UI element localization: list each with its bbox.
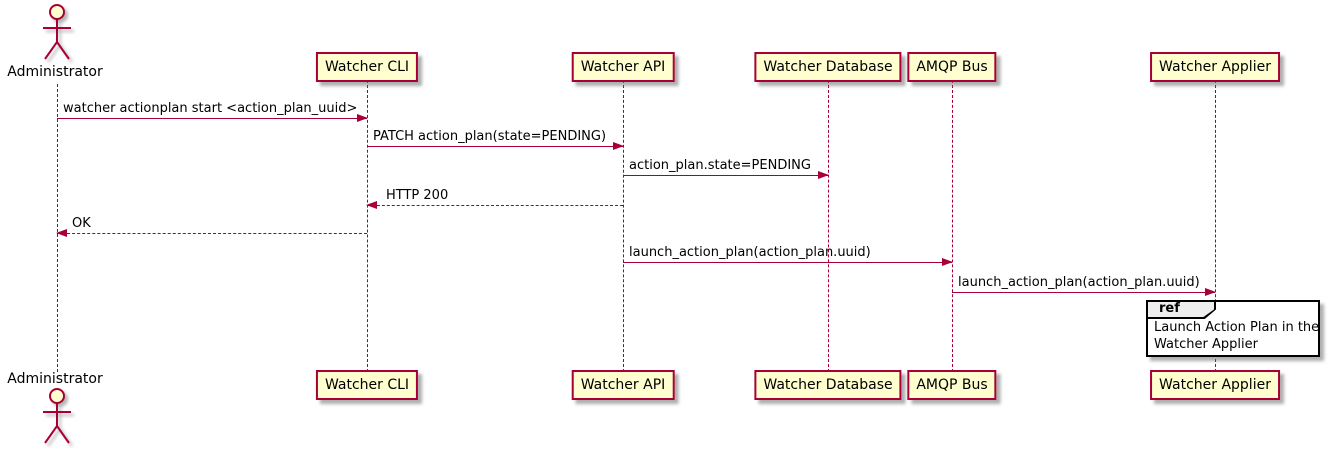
lifeline-watcher-cli: [367, 80, 368, 372]
participant-box-watcher-applier-top: Watcher Applier: [1150, 52, 1280, 82]
participant-box-watcher-api-bottom: Watcher API: [571, 370, 675, 400]
message-arrow: [366, 201, 623, 209]
message-arrow: [56, 229, 367, 237]
arrowhead-right-icon: [942, 258, 953, 266]
participant-box-amqp-bus-top: AMQP Bus: [907, 52, 997, 82]
message-label: PATCH action_plan(state=PENDING): [373, 129, 607, 144]
message-label: launch_action_plan(action_plan.uuid): [629, 245, 871, 260]
actor-stick-figure-icon: [43, 388, 71, 444]
arrowhead-left-icon: [56, 229, 67, 237]
lifeline-amqp-bus: [952, 80, 953, 372]
participant-box-watcher-database-top: Watcher Database: [754, 52, 902, 82]
ref-fragment-text: Launch Action Plan in the Watcher Applie…: [1154, 319, 1320, 353]
message-label: watcher actionplan start <action_plan_uu…: [63, 101, 358, 116]
arrowhead-right-icon: [357, 114, 368, 122]
ref-keyword: ref: [1148, 302, 1214, 317]
actor-label-top: Administrator: [7, 64, 103, 80]
participant-box-watcher-cli-bottom: Watcher CLI: [315, 370, 419, 400]
message-label: HTTP 200: [386, 188, 449, 203]
actor-label-bottom: Administrator: [7, 371, 103, 387]
message-label: action_plan.state=PENDING: [629, 158, 811, 173]
participant-box-amqp-bus-bottom: AMQP Bus: [907, 370, 997, 400]
participant-box-watcher-cli-top: Watcher CLI: [315, 52, 419, 82]
arrowhead-right-icon: [818, 171, 829, 179]
participant-box-watcher-database-bottom: Watcher Database: [754, 370, 902, 400]
ref-text-line: Watcher Applier: [1154, 337, 1258, 352]
lifeline-administrator: [57, 84, 58, 372]
actor-stick-figure-icon: [43, 4, 71, 60]
arrowhead-right-icon: [1205, 288, 1216, 296]
message-arrow: [623, 258, 953, 266]
arrowhead-left-icon: [366, 201, 377, 209]
message-label: launch_action_plan(action_plan.uuid): [958, 275, 1200, 290]
lifeline-watcher-api: [623, 80, 624, 372]
message-arrow: [952, 288, 1216, 296]
ref-text-line: Launch Action Plan in the: [1154, 320, 1320, 335]
ref-fragment: ref Launch Action Plan in the Watcher Ap…: [1146, 300, 1320, 357]
message-arrow: [623, 171, 829, 179]
message-label: OK: [72, 216, 91, 231]
message-arrow: [367, 142, 624, 150]
message-arrow: [57, 114, 368, 122]
lifeline-watcher-database: [828, 80, 829, 372]
lifeline-watcher-applier: [1215, 80, 1216, 372]
arrowhead-right-icon: [613, 142, 624, 150]
participant-box-watcher-api-top: Watcher API: [571, 52, 675, 82]
participant-box-watcher-applier-bottom: Watcher Applier: [1150, 370, 1280, 400]
ref-fragment-tab: ref: [1146, 300, 1216, 319]
